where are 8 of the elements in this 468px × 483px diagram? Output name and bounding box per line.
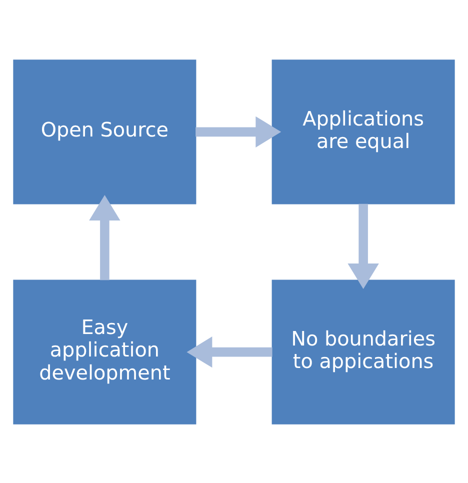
arrow <box>196 116 282 148</box>
arrow <box>186 336 272 368</box>
node-box: Applications are equal <box>272 59 455 204</box>
arrow <box>89 194 120 280</box>
node-box: Easy application development <box>13 279 196 424</box>
node-box: No boundaries to appications <box>272 279 455 424</box>
node-box: Open Source <box>13 59 196 204</box>
arrow <box>348 203 379 288</box>
